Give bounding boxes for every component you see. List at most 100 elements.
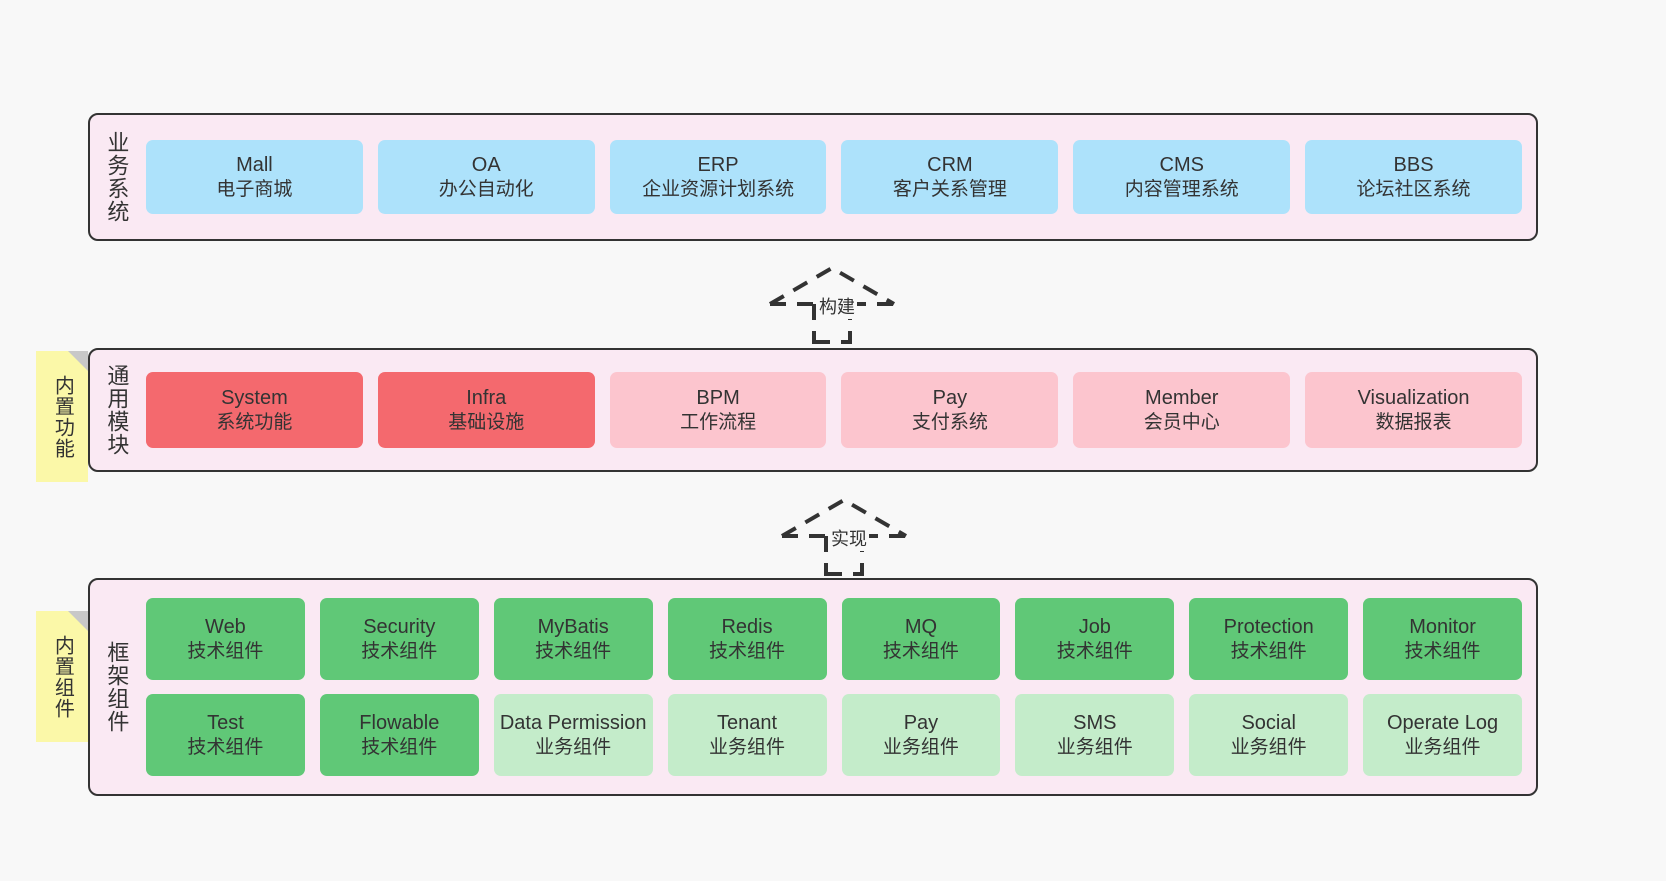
layer-title-framework-component: 框架组件 — [104, 641, 130, 733]
card-title: Pay — [903, 712, 939, 735]
layer-body-framework-component: Web 技术组件 Security 技术组件 MyBatis 技术组件 Redi… — [142, 580, 1536, 794]
card-subtitle: 论坛社区系统 — [1356, 178, 1471, 200]
card-title: Operate Log — [1386, 712, 1499, 735]
card-visualization[interactable]: Visualization 数据报表 — [1305, 372, 1522, 448]
card-bbs[interactable]: BBS 论坛社区系统 — [1305, 140, 1522, 214]
card-tenant[interactable]: Tenant 业务组件 — [667, 694, 827, 776]
card-subtitle: 电子商城 — [216, 178, 293, 200]
card-subtitle: 客户关系管理 — [892, 178, 1007, 200]
card-subtitle: 基础设施 — [448, 411, 525, 433]
sticky-note-builtin-function[interactable]: 内置功能 — [36, 351, 88, 482]
card-subtitle: 业务组件 — [1056, 736, 1133, 758]
card-title: MQ — [904, 616, 938, 639]
card-subtitle: 业务组件 — [1230, 736, 1307, 758]
card-subtitle: 系统功能 — [216, 411, 293, 433]
connector-label-build: 构建 — [817, 293, 857, 319]
card-subtitle: 会员中心 — [1143, 411, 1220, 433]
connector-label-implement: 实现 — [829, 525, 869, 551]
card-title: Redis — [721, 616, 773, 639]
card-oa[interactable]: OA 办公自动化 — [377, 140, 595, 214]
card-subtitle: 技术组件 — [709, 640, 786, 662]
layer-business-system: 业务系统 Mall 电子商城 OA 办公自动化 ERP 企业资源计划系统 CRM… — [88, 113, 1538, 241]
card-title: Data Permission — [499, 712, 647, 735]
card-row: Test 技术组件 Flowable 技术组件 Data Permission … — [146, 694, 1522, 776]
card-subtitle: 技术组件 — [882, 640, 959, 662]
connector-build: 构建 — [760, 258, 960, 344]
card-title: BBS — [1393, 154, 1434, 177]
card-web[interactable]: Web 技术组件 — [146, 598, 305, 680]
layer-framework-component: 框架组件 Web 技术组件 Security 技术组件 MyBatis 技术组件… — [88, 578, 1538, 796]
sticky-note-label: 内置功能 — [51, 374, 74, 459]
sticky-note-builtin-component[interactable]: 内置组件 — [36, 611, 88, 742]
card-mall[interactable]: Mall 电子商城 — [146, 140, 363, 214]
card-title: Pay — [932, 387, 968, 410]
card-title: Flowable — [359, 712, 440, 735]
card-title: CMS — [1159, 154, 1204, 177]
card-title: MyBatis — [537, 616, 609, 639]
card-protection[interactable]: Protection 技术组件 — [1189, 598, 1349, 680]
card-data-permission[interactable]: Data Permission 业务组件 — [493, 694, 653, 776]
card-title: CRM — [927, 154, 973, 177]
card-test[interactable]: Test 技术组件 — [146, 694, 305, 776]
card-member[interactable]: Member 会员中心 — [1073, 372, 1291, 448]
card-title: Member — [1145, 387, 1219, 410]
generalization-arrow-icon — [780, 497, 908, 576]
card-title: Web — [205, 616, 246, 639]
card-erp[interactable]: ERP 企业资源计划系统 — [609, 140, 827, 214]
card-title: Mall — [236, 154, 273, 177]
card-security[interactable]: Security 技术组件 — [319, 598, 479, 680]
card-flowable[interactable]: Flowable 技术组件 — [319, 694, 479, 776]
card-sms[interactable]: SMS 业务组件 — [1015, 694, 1175, 776]
card-subtitle: 技术组件 — [1056, 640, 1133, 662]
card-subtitle: 工作流程 — [680, 411, 757, 433]
card-title: Monitor — [1409, 616, 1476, 639]
folded-corner-icon — [68, 611, 88, 631]
card-crm[interactable]: CRM 客户关系管理 — [841, 140, 1059, 214]
card-operate-log[interactable]: Operate Log 业务组件 — [1363, 694, 1522, 776]
card-row: Web 技术组件 Security 技术组件 MyBatis 技术组件 Redi… — [146, 598, 1522, 680]
card-subtitle: 办公自动化 — [438, 178, 534, 200]
generalization-arrow-icon — [768, 265, 896, 344]
card-title: Test — [207, 712, 244, 735]
card-mq[interactable]: MQ 技术组件 — [841, 598, 1001, 680]
card-subtitle: 支付系统 — [911, 411, 988, 433]
layer-title-common-module: 通用模块 — [104, 364, 130, 456]
folded-corner-icon — [68, 351, 88, 371]
card-title: Visualization — [1357, 387, 1470, 410]
card-social[interactable]: Social 业务组件 — [1189, 694, 1349, 776]
card-mybatis[interactable]: MyBatis 技术组件 — [493, 598, 653, 680]
layer-common-module: 通用模块 System 系统功能 Infra 基础设施 BPM 工作流程 Pay… — [88, 348, 1538, 472]
card-subtitle: 业务组件 — [535, 736, 612, 758]
card-title: Job — [1078, 616, 1111, 639]
card-job[interactable]: Job 技术组件 — [1015, 598, 1175, 680]
card-row: Mall 电子商城 OA 办公自动化 ERP 企业资源计划系统 CRM 客户关系… — [146, 140, 1522, 214]
card-redis[interactable]: Redis 技术组件 — [667, 598, 827, 680]
card-title: SMS — [1073, 712, 1117, 735]
card-subtitle: 业务组件 — [1404, 736, 1481, 758]
card-pay[interactable]: Pay 支付系统 — [841, 372, 1059, 448]
card-subtitle: 业务组件 — [709, 736, 786, 758]
card-system[interactable]: System 系统功能 — [146, 372, 363, 448]
card-monitor[interactable]: Monitor 技术组件 — [1363, 598, 1522, 680]
card-subtitle: 技术组件 — [187, 640, 264, 662]
card-subtitle: 技术组件 — [1404, 640, 1481, 662]
card-title: BPM — [696, 387, 740, 410]
layer-title-business-system: 业务系统 — [104, 131, 130, 223]
card-title: OA — [471, 154, 501, 177]
card-subtitle: 技术组件 — [535, 640, 612, 662]
card-title: Protection — [1223, 616, 1314, 639]
card-subtitle: 技术组件 — [361, 736, 438, 758]
card-infra[interactable]: Infra 基础设施 — [377, 372, 595, 448]
card-pay-business[interactable]: Pay 业务组件 — [841, 694, 1001, 776]
card-title: Security — [363, 616, 436, 639]
card-bpm[interactable]: BPM 工作流程 — [609, 372, 827, 448]
card-subtitle: 业务组件 — [882, 736, 959, 758]
card-subtitle: 技术组件 — [1230, 640, 1307, 662]
card-subtitle: 技术组件 — [361, 640, 438, 662]
layer-body-business-system: Mall 电子商城 OA 办公自动化 ERP 企业资源计划系统 CRM 客户关系… — [142, 115, 1536, 239]
card-row: System 系统功能 Infra 基础设施 BPM 工作流程 Pay 支付系统… — [146, 372, 1522, 448]
card-title: System — [221, 387, 288, 410]
card-cms[interactable]: CMS 内容管理系统 — [1073, 140, 1291, 214]
layer-body-common-module: System 系统功能 Infra 基础设施 BPM 工作流程 Pay 支付系统… — [142, 350, 1536, 470]
